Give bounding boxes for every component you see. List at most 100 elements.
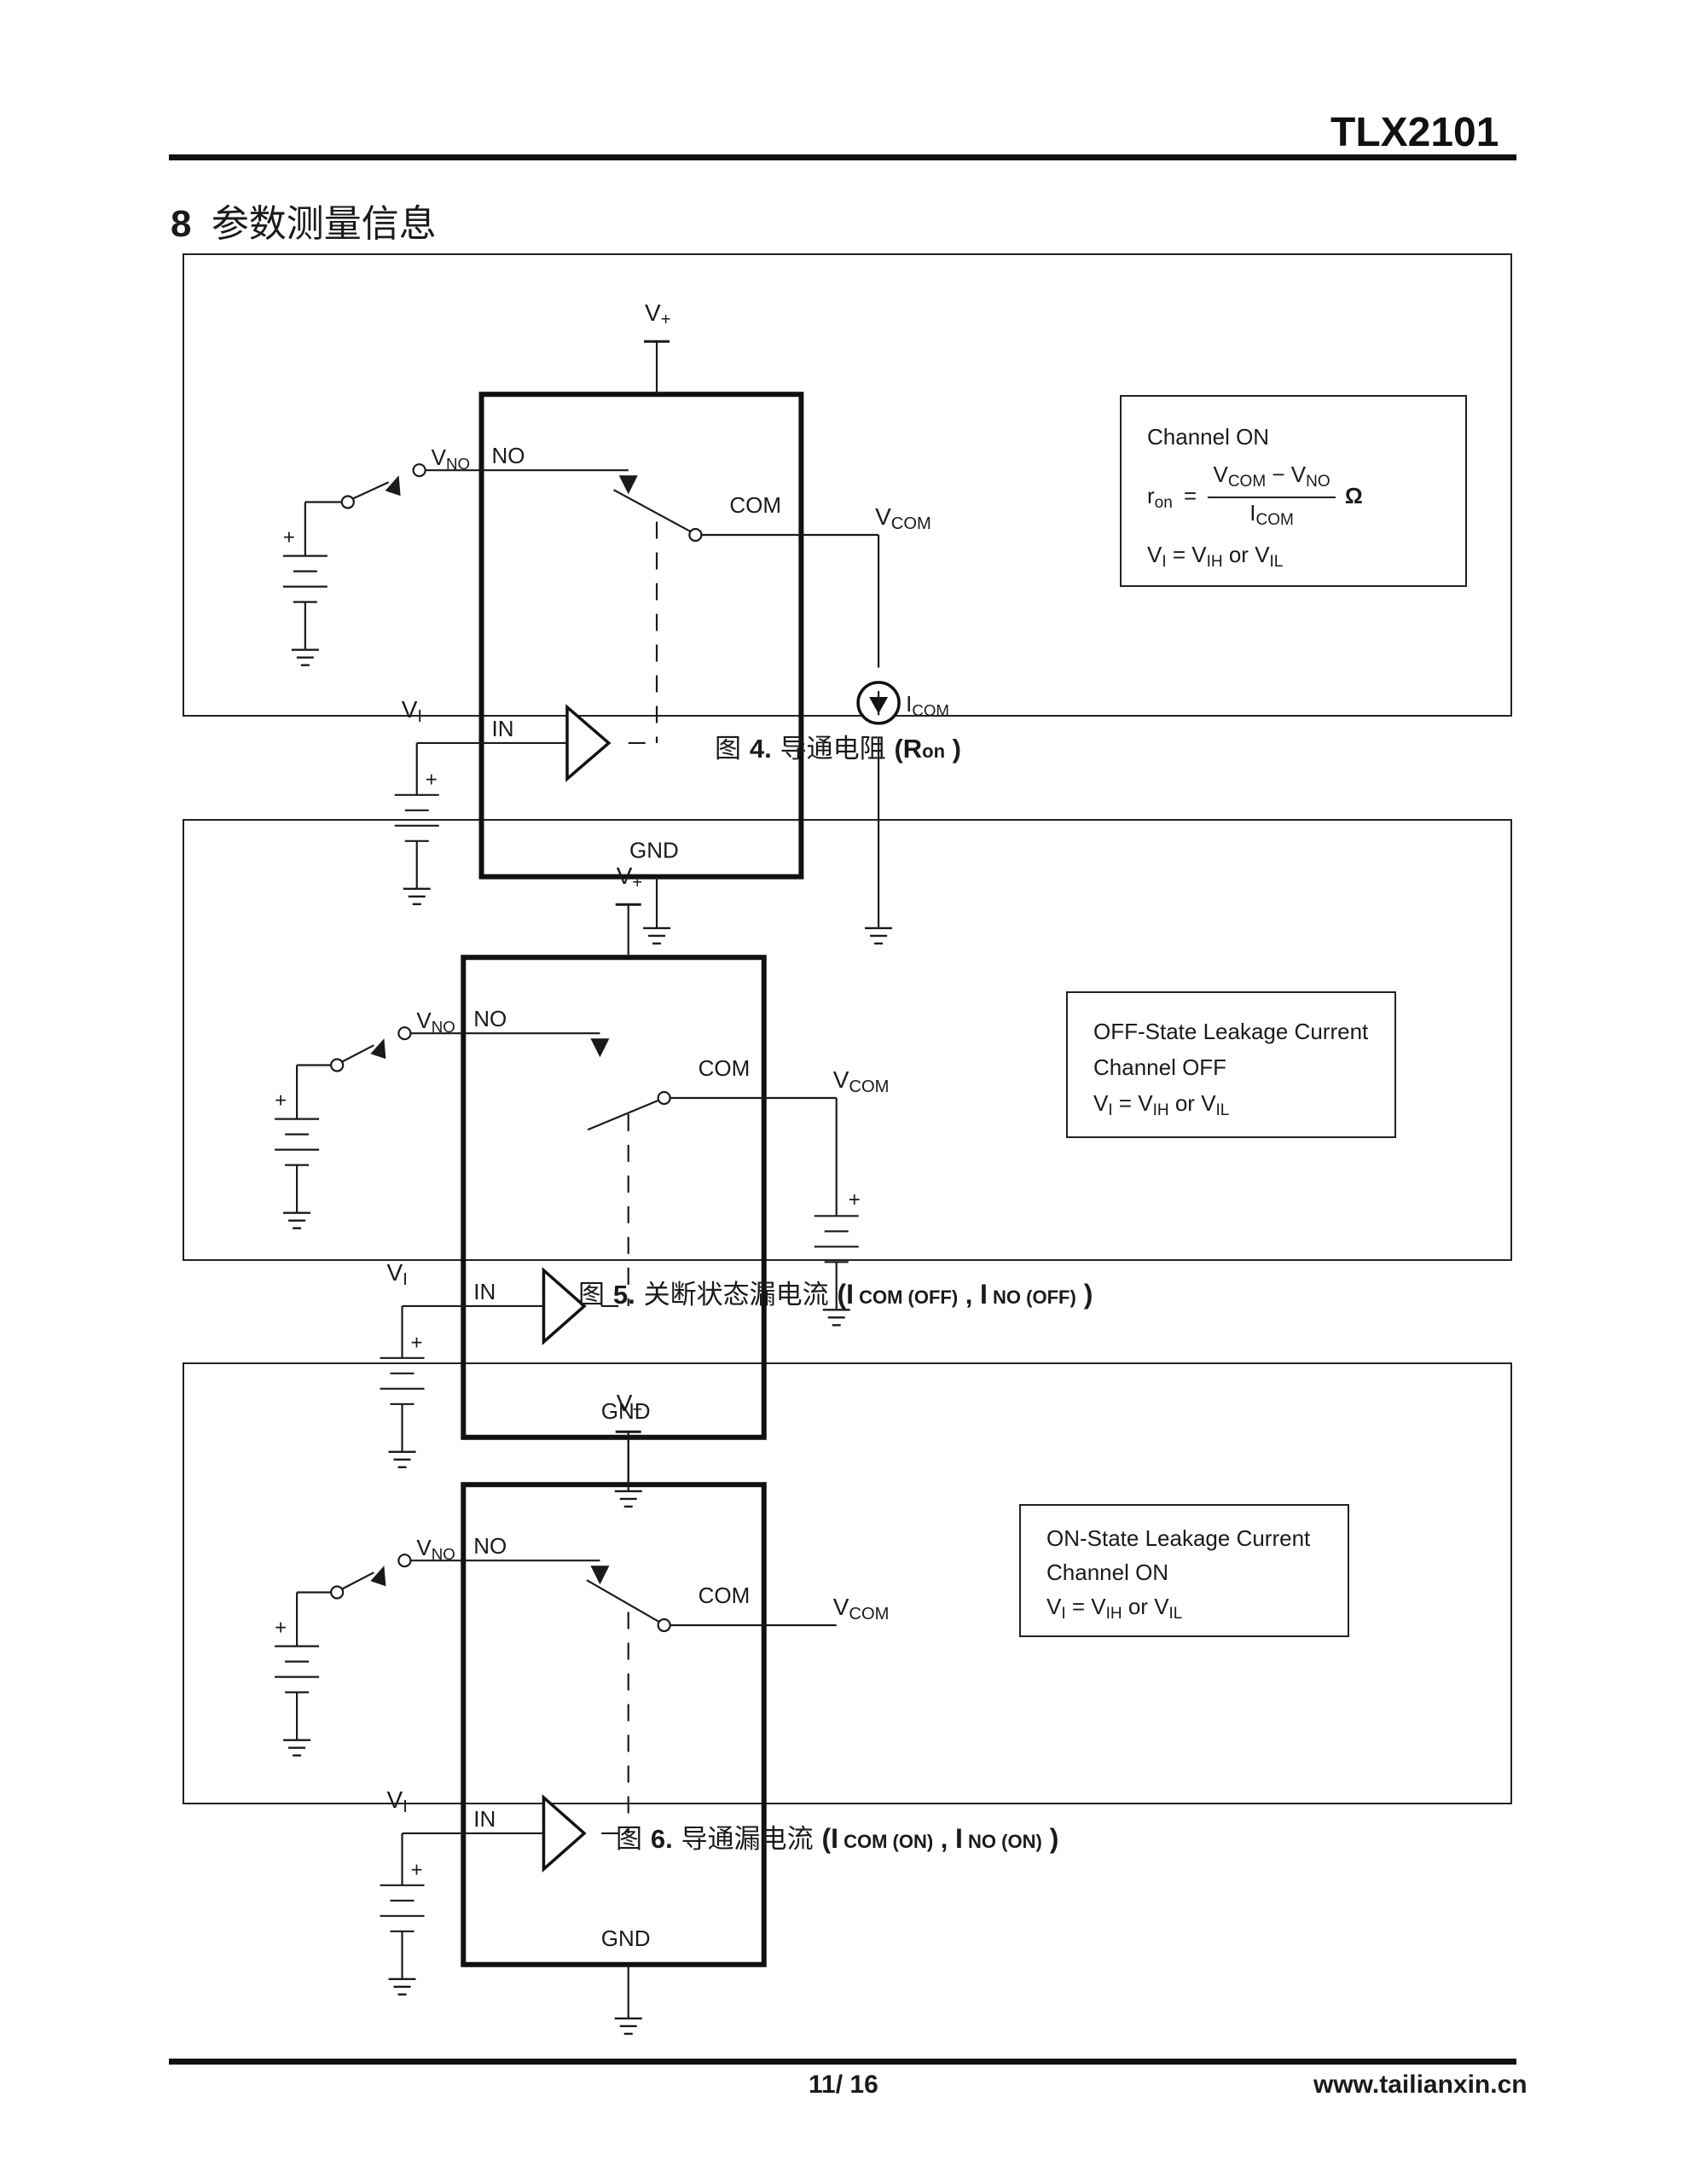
gnd-pin-label: GND [601,1926,651,1951]
no-contact-arrow [590,1038,610,1058]
ic-body [478,392,804,880]
vno-label: VNO [416,1535,455,1563]
source-switch-pivot [330,1585,345,1600]
battery-icon [394,793,439,889]
source-switch-blade [341,1044,374,1063]
gnd-pin-label: GND [601,1398,651,1424]
ron-fraction: VCOM − VNO ICOM [1208,460,1336,535]
figure-4-circuit: V+ VNO NO + COM IN VI + GND VCOM ICOM [282,299,949,945]
document-id: TLX2101 [1330,110,1499,155]
ground-icon [403,887,431,905]
ground-icon [283,1211,311,1229]
buffer-triangle [542,1794,587,1873]
vplus-label: V+ [617,863,642,892]
ic-body [461,1482,767,1967]
plus-sign: + [275,1616,287,1639]
section-number: 8 [171,203,192,245]
figure-6-note: ON-State Leakage Current Channel ON VI =… [1019,1504,1349,1637]
vno-terminal [397,1554,412,1568]
section-title: 8 参数测量信息 [171,193,437,247]
plus-sign: + [411,1858,423,1881]
figure-4-caption: 图 4. 导通电阻 (Ron ) [715,734,961,764]
ic-body [461,955,767,1440]
vcom-label: VCOM [875,503,931,533]
figure-4-note: Channel ON ron = VCOM − VNO ICOM Ω VI = … [1120,395,1467,587]
footer-rule [169,2059,1516,2065]
battery-icon [275,1118,320,1213]
switch-blade-open [587,1099,659,1131]
source-switch-arrow [385,475,401,497]
no-pin-label: NO [492,443,525,468]
note-title: OFF-State Leakage Current [1093,1019,1369,1044]
figure-5-frame [183,819,1512,1261]
battery-icon [380,1356,425,1452]
vi-condition: VI = VIH or VIL [1046,1594,1183,1623]
icom-label: ICOM [906,691,949,719]
ground-icon [388,1978,416,1995]
plus-sign: + [849,1188,861,1211]
figure-6-frame [183,1362,1512,1804]
battery-icon [814,1215,859,1310]
vi-label: VI [402,696,422,726]
ground-icon [291,648,319,666]
ground-icon [388,1450,416,1468]
buffer-triangle [565,704,612,782]
fraction-numerator: VCOM − VNO [1208,460,1336,498]
in-pin-label: IN [473,1279,496,1304]
plus-sign: + [283,526,295,549]
source-switch-pivot [330,1058,345,1072]
vno-label: VNO [432,444,470,473]
in-pin-label: IN [492,716,514,741]
gnd-pin-label: GND [629,838,679,863]
ground-icon [614,1490,642,1508]
plus-sign: + [426,768,438,791]
note-condition: Channel ON [1046,1560,1169,1585]
ground-icon [822,1309,850,1327]
header-rule [169,154,1516,160]
note-title: ON-State Leakage Current [1046,1525,1311,1551]
com-pin-label: COM [729,492,781,518]
figure-4-frame [183,253,1512,717]
no-contact-arrow [590,1565,610,1585]
plus-sign: + [411,1331,423,1354]
section-title-text: 参数测量信息 [211,202,437,246]
source-switch-blade [352,481,390,500]
no-contact-arrow [618,475,638,495]
source-switch-arrow [370,1565,386,1587]
vplus-label: V+ [617,1390,642,1420]
vno-label: VNO [416,1008,455,1036]
source-switch-pivot [340,495,355,509]
vcom-label: VCOM [833,1066,890,1096]
com-terminal [688,527,703,543]
fraction-denominator: ICOM [1249,500,1294,529]
ground-icon [643,926,671,945]
ground-icon [865,926,893,945]
vno-terminal [397,1026,412,1041]
figure-5-caption: 图 5. 关断状态漏电流 (I COM (OFF) , I NO (OFF) ) [578,1279,1093,1310]
ground-icon [614,2017,642,2036]
switch-blade-closed [612,489,691,532]
website-link[interactable]: www.tailianxin.cn [1313,2071,1528,2099]
page-number: 11/ 16 [809,2071,878,2099]
switch-blade-closed [586,1579,660,1623]
ground-icon [283,1739,311,1757]
ohm-symbol: Ω [1344,482,1363,508]
figure-5-note: OFF-State Leakage Current Channel OFF VI… [1066,991,1396,1138]
vno-terminal [412,463,426,478]
vi-condition: VI = VIH or VIL [1147,542,1284,571]
source-switch-arrow [370,1038,386,1060]
no-pin-label: NO [473,1006,507,1031]
source-switch-blade [341,1571,374,1590]
com-pin-label: COM [699,1583,751,1608]
battery-icon [282,555,328,650]
vi-condition: VI = VIH or VIL [1093,1090,1230,1119]
battery-icon [380,1884,425,1979]
ron-formula: ron = VCOM − VNO ICOM Ω [1147,460,1465,535]
note-condition: Channel OFF [1093,1054,1227,1080]
com-terminal [657,1618,671,1633]
plus-sign: + [275,1089,287,1112]
in-pin-label: IN [473,1806,496,1832]
battery-icon [275,1645,320,1740]
